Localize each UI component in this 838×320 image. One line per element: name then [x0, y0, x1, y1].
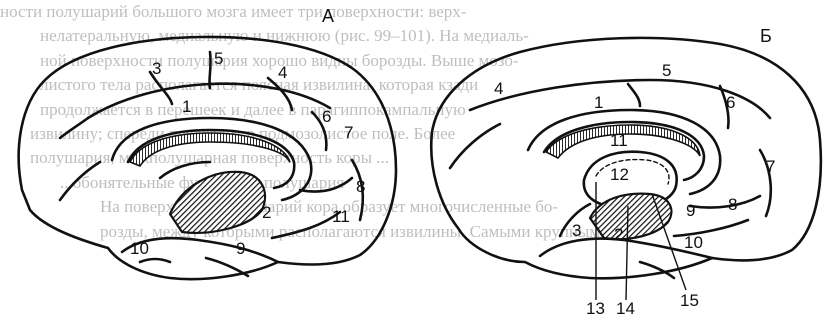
label-a-7: 7	[344, 123, 353, 142]
label-a-5: 5	[214, 49, 223, 68]
panel-a-hemisphere	[19, 37, 396, 279]
label-a-4: 4	[278, 63, 287, 82]
panel-b-labels: Б 1 2 3 4 5 6 7 8 9 10 11 12 13 14 15	[494, 26, 775, 318]
label-b-2: 2	[614, 225, 623, 244]
label-b-11: 11	[610, 131, 628, 150]
label-a-6: 6	[322, 107, 331, 126]
panel-b-letter: Б	[760, 26, 772, 46]
label-a-8: 8	[356, 177, 365, 196]
label-a-1: 1	[182, 97, 191, 116]
label-b-12: 12	[610, 165, 629, 184]
label-b-6: 6	[726, 93, 735, 112]
label-b-3: 3	[572, 221, 581, 240]
label-a-9: 9	[236, 239, 245, 258]
label-b-4: 4	[494, 79, 503, 98]
label-b-1: 1	[594, 93, 603, 112]
label-b-13: 13	[586, 299, 605, 318]
label-a-10: 10	[130, 239, 149, 258]
label-b-9: 9	[686, 201, 695, 220]
label-b-5: 5	[662, 61, 671, 80]
label-a-3: 3	[152, 59, 161, 78]
panel-a-letter: А	[322, 6, 334, 26]
label-a-11: 11	[332, 207, 350, 226]
label-b-8: 8	[728, 195, 737, 214]
label-b-10: 10	[684, 233, 703, 252]
label-b-14: 14	[616, 299, 635, 318]
label-b-15: 15	[680, 291, 699, 310]
label-a-2: 2	[262, 203, 271, 222]
label-b-7: 7	[766, 157, 775, 176]
